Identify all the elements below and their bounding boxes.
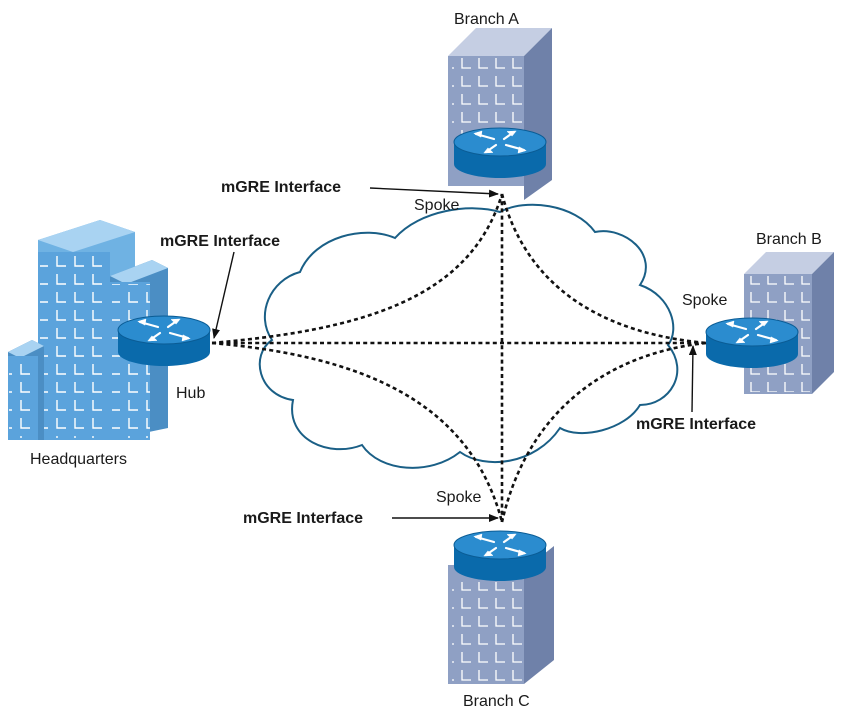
tunnel-hub-branch-c [211, 341, 504, 523]
tunnel-hub-branch-a [211, 193, 504, 345]
wan-cloud [258, 203, 679, 469]
branch-b-router-icon [704, 316, 800, 370]
mgre-label-branch-c: mGRE Interface [243, 510, 363, 527]
hub-label: Hub [176, 385, 205, 402]
spoke-label-c: Spoke [436, 489, 481, 506]
hub-router-icon [116, 314, 212, 368]
branch-a-router-icon [452, 126, 548, 180]
arrow-icon [369, 187, 499, 198]
headquarters-label: Headquarters [30, 451, 127, 468]
mgre-label-branch-b: mGRE Interface [636, 416, 756, 433]
tunnels [211, 193, 707, 523]
mgre-label-branch-a: mGRE Interface [221, 179, 341, 196]
tunnel-branch-a-branch-b [500, 193, 707, 345]
spoke-label-b: Spoke [682, 292, 727, 309]
spoke-label-a: Spoke [414, 197, 459, 214]
branch-c-label: Branch C [463, 693, 530, 710]
arrow-icon [688, 345, 697, 413]
mgre-label-hub: mGRE Interface [160, 233, 280, 250]
branch-a-label: Branch A [454, 11, 519, 28]
tunnel-branch-b-branch-c [500, 341, 707, 523]
branch-b-label: Branch B [756, 231, 822, 248]
branch-c-router-icon [452, 529, 548, 583]
arrow-icon [212, 251, 235, 339]
